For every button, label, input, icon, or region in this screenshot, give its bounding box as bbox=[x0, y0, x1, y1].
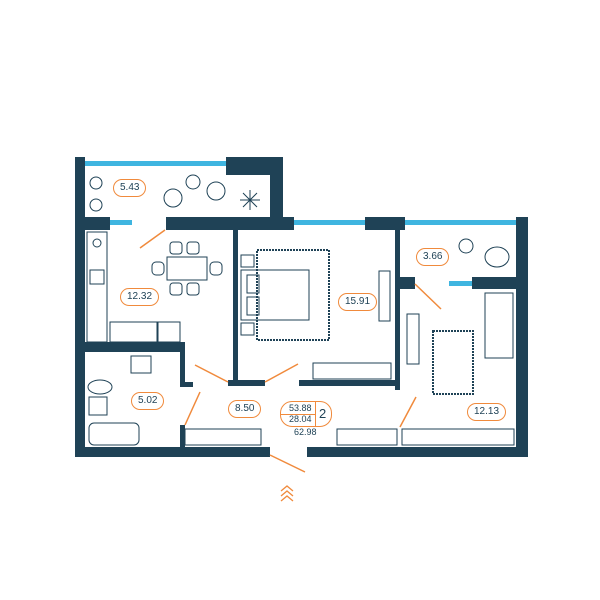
tv bbox=[406, 313, 420, 365]
total-area: 62.98 bbox=[294, 427, 317, 437]
washer-icon bbox=[130, 355, 152, 374]
tv bbox=[378, 270, 391, 322]
area-label-hall: 8.50 bbox=[228, 400, 262, 418]
walls bbox=[75, 157, 528, 457]
area-label-bedroom: 15.91 bbox=[338, 293, 378, 311]
wardrobe bbox=[336, 428, 398, 446]
rug bbox=[256, 249, 330, 341]
area-label-balcony-right: 3.66 bbox=[416, 248, 450, 266]
area-label-room-right: 12.13 bbox=[467, 403, 507, 421]
area-label-bathroom: 5.02 bbox=[131, 392, 165, 410]
windows bbox=[85, 161, 516, 286]
wardrobe bbox=[184, 428, 262, 446]
area-label-kitchen: 12.32 bbox=[120, 288, 160, 306]
toilet-icon bbox=[87, 379, 113, 395]
kitchen-counter bbox=[86, 231, 108, 343]
washbasin-icon bbox=[88, 396, 108, 416]
dining-table bbox=[166, 256, 208, 281]
area-label-balcony-top: 5.43 bbox=[113, 179, 147, 197]
bed bbox=[240, 269, 310, 321]
plant-icon bbox=[89, 176, 103, 190]
bathtub-icon bbox=[88, 422, 140, 446]
chair-icon bbox=[484, 246, 510, 268]
door-swings bbox=[139, 229, 442, 473]
plant-icon bbox=[89, 198, 103, 212]
fridge-icon bbox=[157, 321, 181, 343]
wardrobe bbox=[312, 362, 392, 380]
living-area: 53.88 bbox=[289, 403, 312, 413]
other-area: 28.04 bbox=[289, 414, 312, 424]
palm-icon bbox=[240, 190, 260, 210]
rooms-count: 2 bbox=[319, 406, 327, 421]
furniture bbox=[86, 174, 515, 446]
wardrobe bbox=[401, 428, 515, 446]
chair-icon bbox=[163, 188, 183, 208]
entrance-arrow-icon bbox=[280, 485, 294, 502]
chair-icon bbox=[206, 181, 226, 201]
sink-icon bbox=[92, 238, 102, 248]
stove-icon bbox=[89, 269, 105, 285]
rug bbox=[432, 330, 474, 395]
table-icon bbox=[185, 174, 201, 190]
single-bed bbox=[484, 292, 514, 359]
area-summary: 53.88 28.04 2 bbox=[280, 401, 332, 427]
